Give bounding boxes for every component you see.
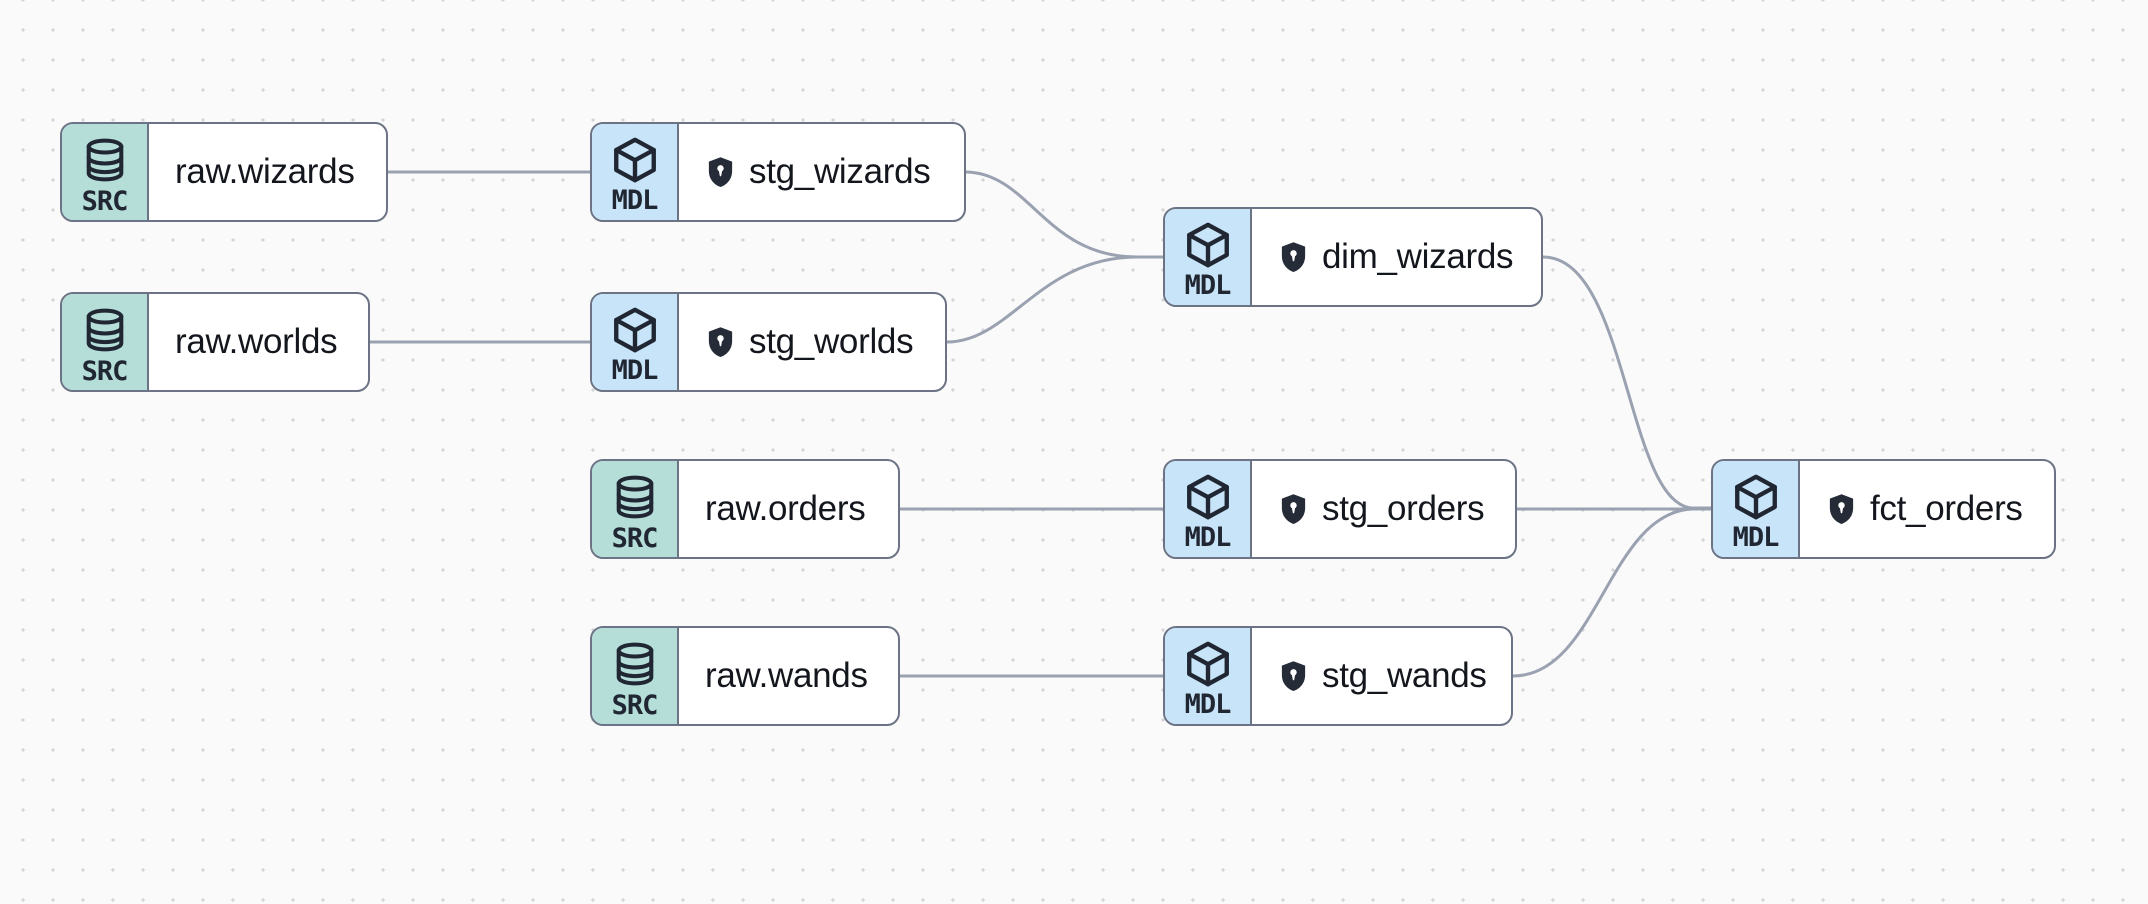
- shield-lock-icon: [1278, 659, 1309, 694]
- badge-label: MDL: [1732, 521, 1780, 553]
- node-label: stg_orders: [1322, 489, 1485, 528]
- node-body: stg_worlds: [679, 294, 945, 390]
- node-label: raw.wizards: [175, 152, 355, 191]
- cube-icon: [610, 135, 660, 185]
- node-body: raw.worlds: [149, 294, 368, 390]
- shield-lock-icon: [1826, 492, 1857, 527]
- node-label: raw.wands: [705, 656, 868, 695]
- cube-icon: [1183, 220, 1233, 270]
- node-raw-wizards[interactable]: SRC raw.wizards: [60, 122, 388, 222]
- node-raw-orders[interactable]: SRC raw.orders: [590, 459, 900, 559]
- node-body: raw.wands: [679, 628, 898, 724]
- badge-label: SRC: [81, 355, 129, 387]
- cube-icon: [1183, 639, 1233, 689]
- node-label: stg_wands: [1322, 656, 1487, 695]
- node-label: stg_wizards: [749, 152, 931, 191]
- node-label: raw.orders: [705, 489, 866, 528]
- node-label: raw.worlds: [175, 322, 338, 361]
- database-icon: [612, 471, 658, 523]
- model-type-badge: MDL: [1713, 461, 1800, 557]
- node-stg-worlds[interactable]: MDL stg_worlds: [590, 292, 947, 392]
- edge-stg-wands-to-fct-orders: [1511, 507, 1694, 678]
- shield-lock-icon: [1278, 240, 1309, 275]
- badge-label: SRC: [611, 689, 659, 721]
- node-body: stg_wands: [1252, 628, 1511, 724]
- node-stg-wands[interactable]: MDL stg_wands: [1163, 626, 1513, 726]
- shield-lock-icon: [705, 325, 736, 360]
- edge-dim-wizards-to-fct-orders: [1541, 255, 1713, 510]
- source-type-badge: SRC: [62, 294, 149, 390]
- cube-icon: [1183, 472, 1233, 522]
- node-label: dim_wizards: [1322, 237, 1514, 276]
- badge-label: MDL: [1184, 521, 1232, 553]
- node-body: stg_wizards: [679, 124, 964, 220]
- badge-label: SRC: [611, 522, 659, 554]
- edge-stg-worlds-to-dim-wizards: [945, 255, 1139, 344]
- source-type-badge: SRC: [62, 124, 149, 220]
- model-type-badge: MDL: [1165, 461, 1252, 557]
- badge-label: MDL: [611, 184, 659, 216]
- node-body: raw.orders: [679, 461, 898, 557]
- model-type-badge: MDL: [1165, 209, 1252, 305]
- badge-label: SRC: [81, 185, 129, 217]
- node-body: dim_wizards: [1252, 209, 1541, 305]
- model-type-badge: MDL: [592, 294, 679, 390]
- node-stg-orders[interactable]: MDL stg_orders: [1163, 459, 1517, 559]
- node-fct-orders[interactable]: MDL fct_orders: [1711, 459, 2056, 559]
- database-icon: [612, 638, 658, 690]
- node-label: fct_orders: [1870, 489, 2023, 528]
- node-raw-worlds[interactable]: SRC raw.worlds: [60, 292, 370, 392]
- model-type-badge: MDL: [1165, 628, 1252, 724]
- source-type-badge: SRC: [592, 628, 679, 724]
- cube-icon: [610, 305, 660, 355]
- database-icon: [82, 134, 128, 186]
- model-type-badge: MDL: [592, 124, 679, 220]
- node-body: stg_orders: [1252, 461, 1515, 557]
- source-type-badge: SRC: [592, 461, 679, 557]
- database-icon: [82, 304, 128, 356]
- edge-stg-wizards-to-dim-wizards: [964, 170, 1165, 259]
- badge-label: MDL: [1184, 269, 1232, 301]
- badge-label: MDL: [611, 354, 659, 386]
- shield-lock-icon: [705, 155, 736, 190]
- cube-icon: [1731, 472, 1781, 522]
- node-raw-wands[interactable]: SRC raw.wands: [590, 626, 900, 726]
- badge-label: MDL: [1184, 688, 1232, 720]
- node-dim-wizards[interactable]: MDL dim_wizards: [1163, 207, 1543, 307]
- node-stg-wizards[interactable]: MDL stg_wizards: [590, 122, 966, 222]
- node-body: fct_orders: [1800, 461, 2054, 557]
- shield-lock-icon: [1278, 492, 1309, 527]
- node-body: raw.wizards: [149, 124, 386, 220]
- node-label: stg_worlds: [749, 322, 914, 361]
